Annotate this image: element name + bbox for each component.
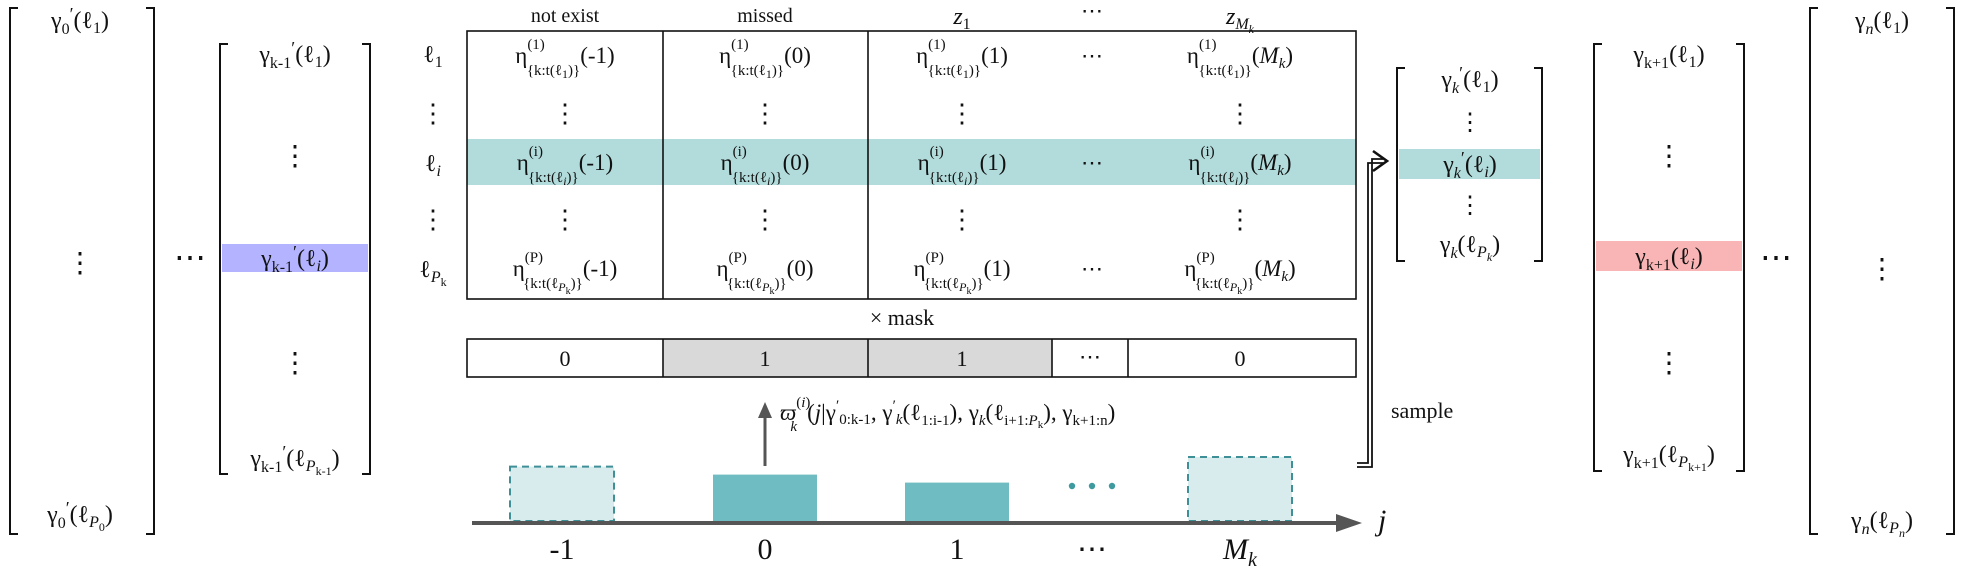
col-header-not-exist: not exist (531, 5, 600, 27)
svg-text:⋮: ⋮ (1458, 193, 1482, 219)
bar-dots-1 (1088, 482, 1096, 490)
svg-text:⋮: ⋮ (1868, 254, 1896, 285)
matrix-gammak1-next: γk+1(ℓ1) ⋮ γk+1(ℓi) ⋮ γk+1(ℓPk+1) (1593, 42, 1745, 474)
mask-cell-3: 1 (957, 346, 968, 371)
svg-text:⋮: ⋮ (420, 99, 446, 128)
gammak1-highlight-band (222, 244, 368, 272)
svg-text:η(P){k:t(ℓPk)}(Mk): η(P){k:t(ℓPk)}(Mk) (1184, 250, 1295, 297)
gammak1-bottom: γk-1′(ℓPk-1) (249, 442, 339, 478)
mask-cell-4: ⋯ (1079, 344, 1101, 369)
svg-text:η(1){k:t(ℓ1)}(-1): η(1){k:t(ℓ1)}(-1) (515, 37, 614, 81)
eta-row-1: η(1){k:t(ℓ1)}(-1) η(1){k:t(ℓ1)}(0) η(1){… (515, 37, 1293, 81)
svg-text:⋮: ⋮ (752, 205, 778, 234)
mask-cell-5: 0 (1235, 346, 1246, 371)
mask: × mask 0 1 1 ⋯ 0 (466, 305, 1357, 378)
svg-text:⋮: ⋮ (949, 205, 975, 234)
mask-label: × mask (870, 305, 934, 330)
bar-1 (713, 474, 817, 521)
gammak-highlight: γk′(ℓi) (1442, 148, 1497, 182)
mask-cell-2: 1 (760, 346, 771, 371)
sample-label: sample (1391, 398, 1453, 423)
svg-text:⋮: ⋮ (420, 205, 446, 234)
matrix-gammak: γk′(ℓ1) ⋮ γk′(ℓi) ⋮ γk(ℓPk) (1396, 63, 1543, 264)
distribution-formula: ϖ(i)k(j|γ′0:k-1, γ′k(ℓ1:i-1), γk(ℓi+1:Pk… (780, 395, 1115, 435)
bar-2 (905, 482, 1009, 521)
hdots-left: ⋯ (174, 239, 206, 275)
svg-text:η(1){k:t(ℓ1)}(Mk): η(1){k:t(ℓ1)}(Mk) (1187, 37, 1293, 81)
svg-text:⋮: ⋮ (281, 141, 309, 172)
sample-arrow: sample (1357, 149, 1453, 468)
svg-text:η(1){k:t(ℓ1)}(1): η(1){k:t(ℓ1)}(1) (916, 37, 1008, 81)
svg-text:η(P){k:t(ℓPk)}(0): η(P){k:t(ℓPk)}(0) (717, 250, 814, 297)
matrix-eta: not exist missed z1 ⋯ zMk ℓ1 ⋮ ℓi ⋮ ℓPk … (419, 0, 1357, 300)
svg-text:⋮: ⋮ (1655, 348, 1683, 379)
svg-text:⋮: ⋮ (1655, 141, 1683, 172)
svg-text:⋮: ⋮ (1227, 99, 1253, 128)
svg-text:⋮: ⋮ (752, 99, 778, 128)
gamma0-vdots: ⋮ (66, 248, 94, 279)
svg-text:⋮: ⋮ (1227, 205, 1253, 234)
bar-4 (1187, 456, 1293, 522)
bar-dots-2 (1108, 482, 1116, 490)
bar-dots-0 (1068, 482, 1076, 490)
row-label-li: ℓi (425, 151, 441, 180)
row-label-lPk: ℓPk (419, 257, 446, 289)
x-axis-label: j (1374, 504, 1386, 537)
gamman-top: γn(ℓ1) (1854, 8, 1909, 38)
gammak-highlight-band (1399, 149, 1540, 179)
svg-text:⋯: ⋯ (1081, 43, 1103, 68)
svg-text:⋮: ⋮ (949, 99, 975, 128)
col-header-dots: ⋯ (1081, 0, 1103, 23)
x-axis-ticks: -1 0 1 ⋯ Mk (550, 533, 1259, 569)
eta-row-P: η(P){k:t(ℓPk)}(-1) η(P){k:t(ℓPk)}(0) η(P… (513, 250, 1296, 297)
svg-text:⋮: ⋮ (281, 348, 309, 379)
mask-cell-1: 0 (560, 346, 571, 371)
x-tick-3: ⋯ (1077, 533, 1107, 566)
svg-text:η(P){k:t(ℓPk)}(-1): η(P){k:t(ℓPk)}(-1) (513, 250, 618, 297)
svg-text:⋯: ⋯ (1081, 150, 1103, 175)
eta-highlight-band (467, 139, 1356, 185)
up-arrow (758, 402, 772, 466)
x-tick-4: Mk (1222, 533, 1258, 569)
x-tick-2: 1 (950, 533, 965, 566)
matrix-gammak1: γk-1′(ℓ1) ⋮ γk-1′(ℓi) ⋮ γk-1′(ℓPk-1) (219, 38, 371, 478)
svg-text:⋯: ⋯ (1081, 256, 1103, 281)
row-label-l1: ℓ1 (423, 42, 443, 71)
svg-text:η(P){k:t(ℓPk)}(1): η(P){k:t(ℓPk)}(1) (914, 250, 1011, 297)
x-tick-1: 0 (758, 533, 773, 566)
svg-text:η(1){k:t(ℓ1)}(0): η(1){k:t(ℓ1)}(0) (719, 37, 811, 81)
hdots-right: ⋯ (1760, 239, 1792, 275)
col-header-missed: missed (737, 5, 793, 27)
gamma0-bottom: γ0′(ℓP0) (46, 498, 113, 534)
bar-0 (509, 465, 615, 523)
svg-text:⋮: ⋮ (552, 99, 578, 128)
col-header-z1: z1 (952, 4, 970, 33)
x-axis: j (472, 504, 1386, 537)
gammak1-top: γk-1′(ℓ1) (258, 38, 330, 72)
gammak1-next-top: γk+1(ℓ1) (1632, 42, 1704, 72)
x-tick-0: -1 (550, 533, 575, 566)
svg-text:⋮: ⋮ (552, 205, 578, 234)
gamman-bottom: γn(ℓPn) (1850, 508, 1913, 540)
gammak-top: γk′(ℓ1) (1440, 63, 1498, 97)
gammak-bottom: γk(ℓPk) (1439, 232, 1500, 264)
matrix-gamma0: γ0′(ℓ1) ⋮ γ0′(ℓP0) (9, 4, 155, 535)
distribution-bars (509, 456, 1293, 523)
gammak1-next-bottom: γk+1(ℓPk+1) (1622, 442, 1715, 474)
matrix-gamman: γn(ℓ1) ⋮ γn(ℓPn) (1809, 7, 1955, 540)
gammak1-next-highlight-band (1596, 241, 1742, 271)
svg-text:⋮: ⋮ (1458, 110, 1482, 136)
gamma0-top: γ0′(ℓ1) (50, 4, 109, 38)
